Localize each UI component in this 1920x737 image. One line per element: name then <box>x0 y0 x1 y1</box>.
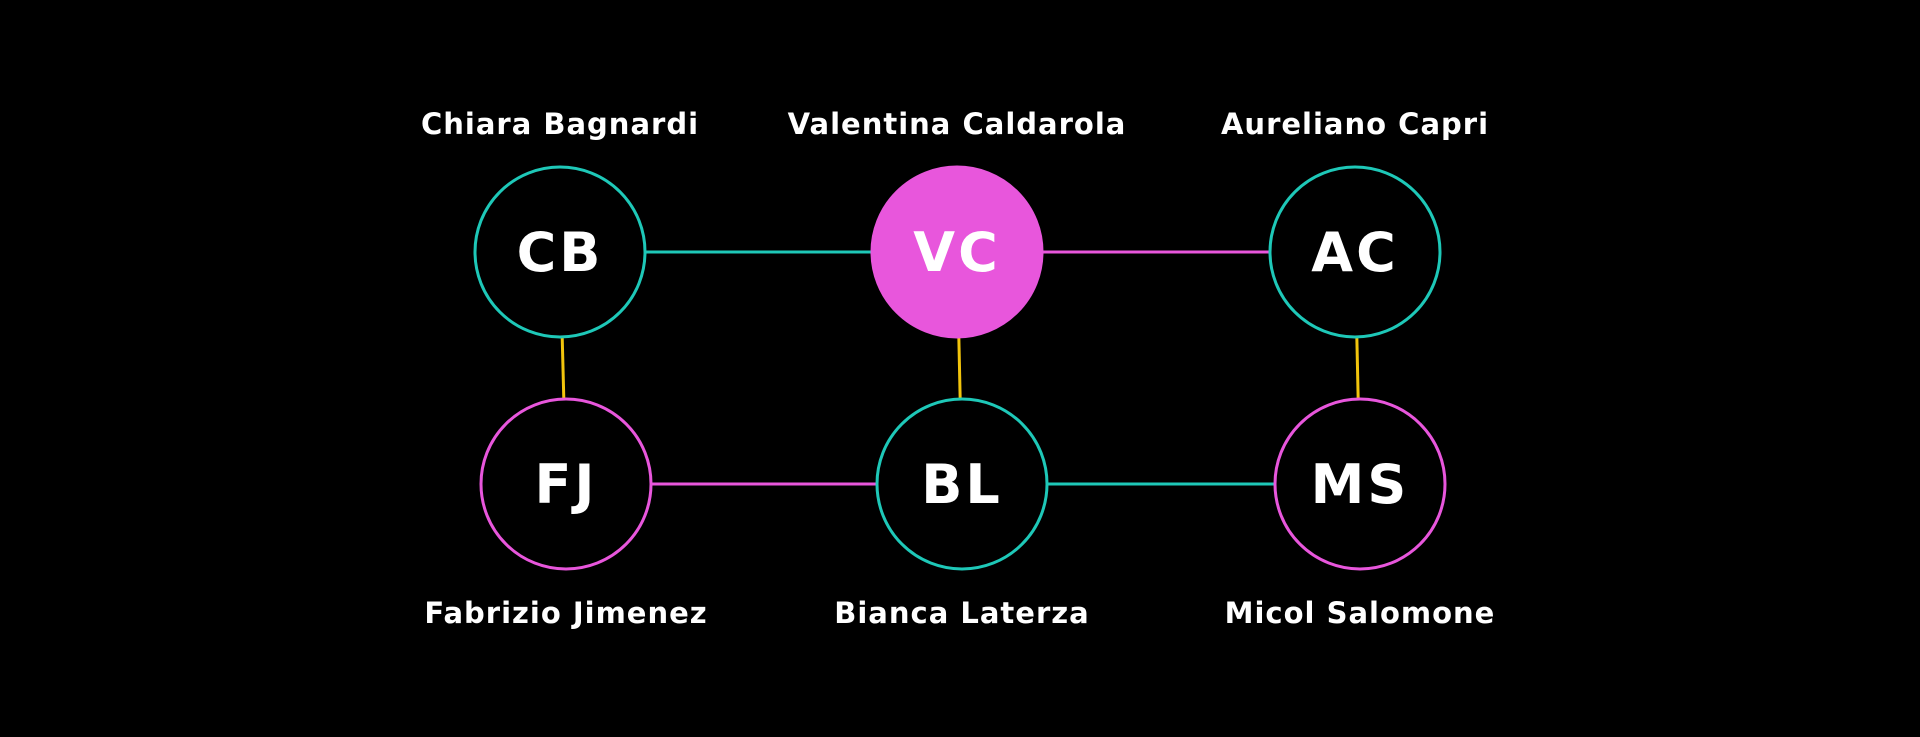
node-circle-cb <box>473 165 647 339</box>
node-vc[interactable]: VC Valentina Caldarola <box>788 107 1127 339</box>
node-initials-ac: AC <box>1311 221 1398 284</box>
node-initials-bl: BL <box>921 453 1003 516</box>
node-initials-ms: MS <box>1311 453 1410 516</box>
node-fj[interactable]: FJ Fabrizio Jimenez <box>424 397 707 630</box>
node-cb[interactable]: CB Chiara Bagnardi <box>421 107 699 339</box>
node-name-ac: Aureliano Capri <box>1221 107 1489 141</box>
node-name-bl: Bianca Laterza <box>834 596 1089 630</box>
node-circle-fj <box>479 397 653 571</box>
node-circle-bl <box>875 397 1049 571</box>
node-initials-fj: FJ <box>535 453 598 516</box>
node-name-ms: Micol Salomone <box>1225 596 1496 630</box>
node-circle-ms <box>1273 397 1447 571</box>
node-initials-vc: VC <box>913 221 1000 284</box>
node-bl[interactable]: BL Bianca Laterza <box>834 397 1089 630</box>
node-circle-vc <box>870 165 1044 339</box>
node-initials-cb: CB <box>517 221 604 284</box>
node-name-cb: Chiara Bagnardi <box>421 107 699 141</box>
node-name-vc: Valentina Caldarola <box>788 107 1127 141</box>
node-ms[interactable]: MS Micol Salomone <box>1225 397 1496 630</box>
node-ac[interactable]: AC Aureliano Capri <box>1221 107 1489 339</box>
node-circle-ac <box>1268 165 1442 339</box>
node-name-fj: Fabrizio Jimenez <box>424 596 707 630</box>
